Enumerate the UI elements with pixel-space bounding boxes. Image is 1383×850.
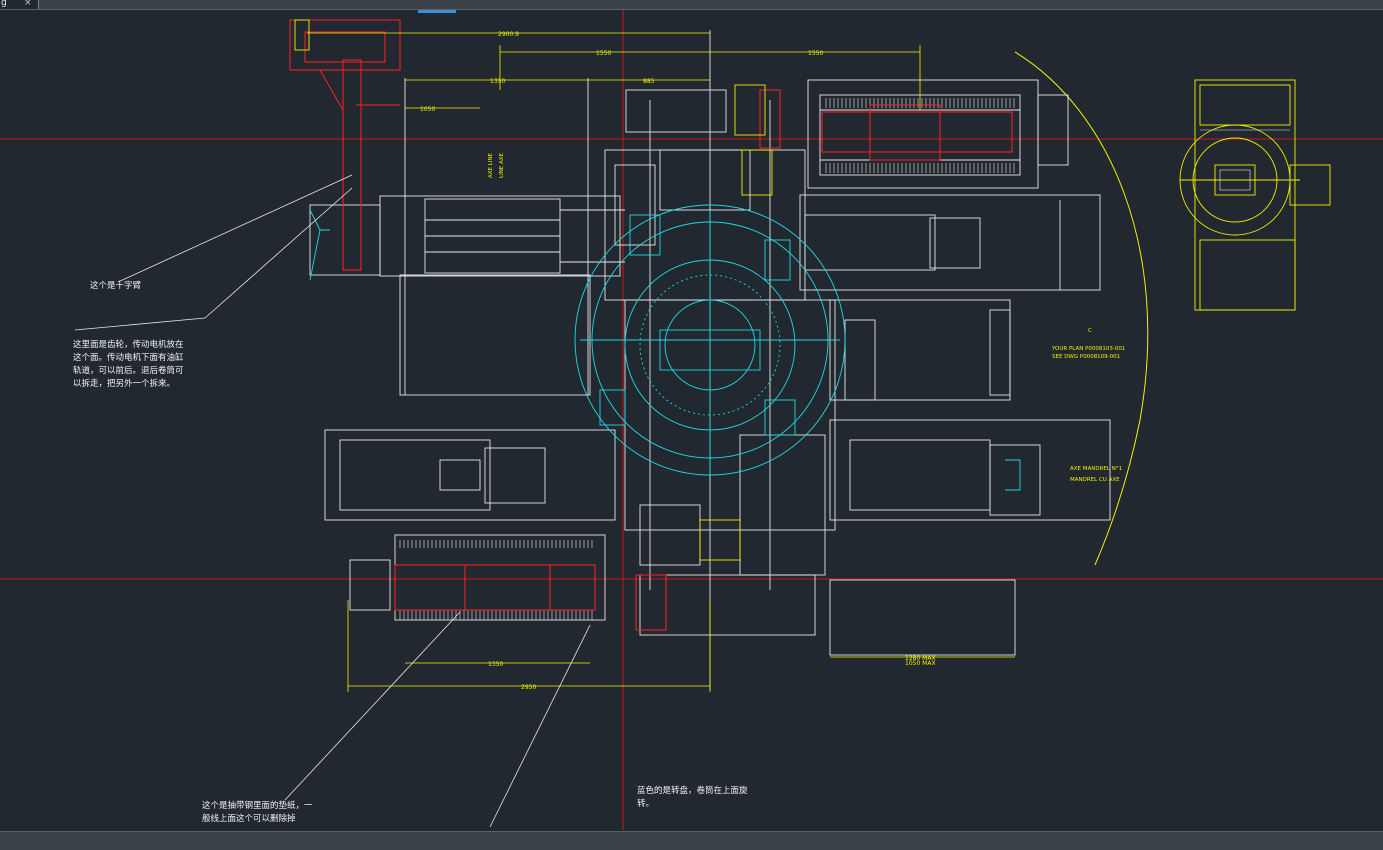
- status-bar: [0, 831, 1383, 850]
- plan-ref-1: YOUR PLAN P0008103-001: [1051, 346, 1125, 352]
- dim-10: 1050 MAX: [905, 660, 936, 667]
- mini-view: [1179, 79, 1331, 311]
- dim-9: 1280 MAX: [905, 655, 936, 662]
- close-icon[interactable]: ×: [24, 0, 32, 8]
- gear-annotation: 这里面是齿轮，传动电机放在 这个面。传动电机下面有油缸 轨道，可以前后。退后卷筒…: [73, 340, 184, 389]
- yellow-components: [294, 19, 773, 561]
- dim-2: 1550: [596, 50, 611, 57]
- plan-ref-2: SEE DWG P0008109-001: [1052, 354, 1120, 360]
- tab-bar: g ×: [0, 0, 1383, 10]
- dim-8: 2950: [521, 684, 536, 691]
- crosshair-lines: [0, 10, 1383, 830]
- drawing-canvas[interactable]: 2900.9 1550 1550 1350 885 1050 1350 2950…: [0, 10, 1383, 830]
- dim-1: 2900.9: [498, 31, 519, 38]
- drawing-tab[interactable]: g ×: [0, 0, 39, 9]
- dim-5: 885: [643, 78, 655, 85]
- mandrel-label-2: MANDREL CU AXE: [1070, 477, 1120, 483]
- cross-arm-annotation: 这个是十字臂: [90, 281, 142, 291]
- center-mark: C: [1088, 328, 1092, 334]
- cross-arm: [289, 19, 1013, 631]
- active-tab-indicator: [418, 10, 456, 13]
- drawing-tab-label: g: [1, 0, 7, 8]
- dim-7: 1350: [488, 661, 503, 668]
- swing-radius-arc: [1014, 51, 1149, 566]
- turntable: [309, 204, 1021, 491]
- dim-6: 1050: [420, 106, 435, 113]
- belt-annotation: 这个是抽带钢里面的垫纸，一 般线上面这个可以删除掉: [202, 801, 313, 824]
- dim-4: 1350: [490, 78, 505, 85]
- vertical-label-2: LINE AXE: [499, 152, 505, 178]
- mandrel-label-1: AXE MANDREL N°1: [1070, 466, 1122, 472]
- machine-outline: [309, 30, 1111, 690]
- spring-hatching: [399, 98, 1015, 620]
- mini-view-details: [1200, 129, 1290, 191]
- annotation-leaders: [74, 174, 591, 828]
- dimension-lines: [307, 32, 1015, 692]
- dim-3: 1550: [808, 50, 823, 57]
- turntable-annotation: 蓝色的是转盘，卷筒在上面旋 转。: [637, 786, 748, 809]
- vertical-label-1: AXE LINE: [488, 152, 494, 178]
